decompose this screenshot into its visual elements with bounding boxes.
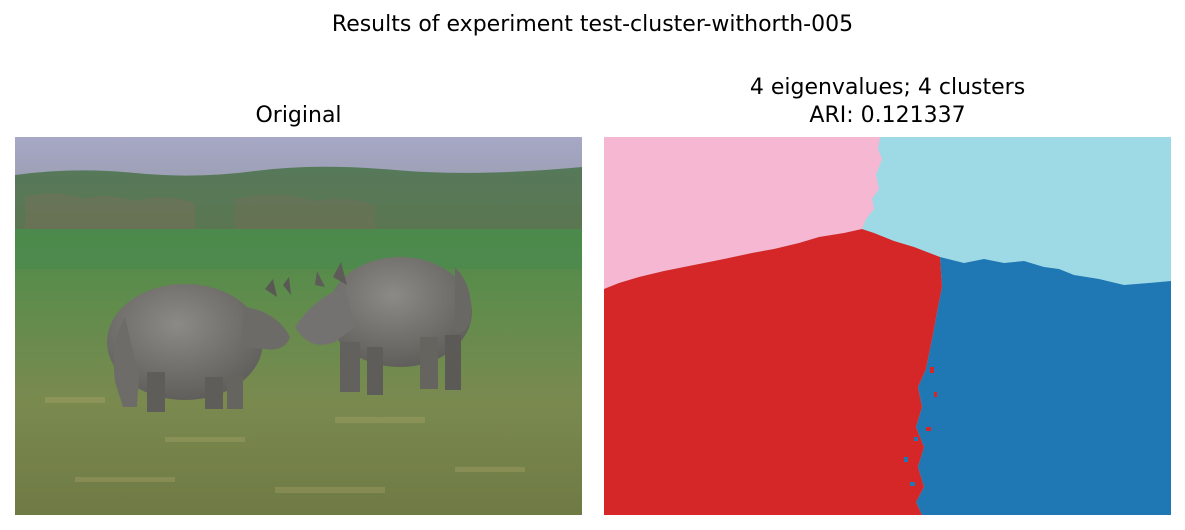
segmentation-title: 4 eigenvalues; 4 clusters ARI: 0.121337 [604,74,1171,130]
rhino-left [107,277,291,412]
rhino-right [295,257,472,395]
cluster-blue [916,257,1171,515]
cluster-pink [604,137,882,289]
original-title: Original [255,103,342,128]
cluster-red [604,229,942,515]
figure-suptitle: Results of experiment test-cluster-witho… [331,12,854,37]
segmentation-title-line2: ARI: 0.121337 [809,103,966,128]
original-image [15,137,582,515]
segmentation-map [604,137,1171,515]
segmentation-title-line1: 4 eigenvalues; 4 clusters [749,75,1026,100]
